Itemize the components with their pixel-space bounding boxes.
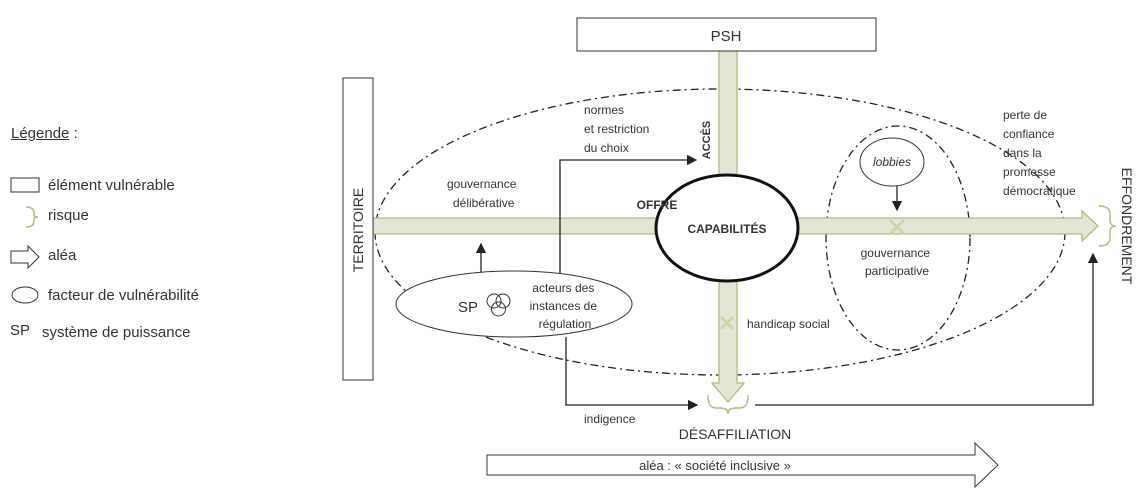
acteurs-label: acteurs des instances de régulation [530,281,601,331]
handicap-label: handicap social [747,317,830,331]
capabilites-circle [654,173,800,283]
legend-item-risk: risque [10,205,89,228]
territoire-box [342,77,374,381]
bracket-icon [10,205,42,228]
sp-symbol: SP [10,322,31,339]
arrow-icon [10,244,42,270]
indigence-label: indigence [584,412,636,426]
legend: Légende : élément vulnérable risque aléa… [0,0,320,488]
legend-label: système de puissance [42,323,191,341]
legend-item-hazard: aléa [10,244,77,270]
effondrement-connector [755,252,1099,406]
effondrement-bracket-icon [1098,205,1117,247]
legend-item-vulnerable: élément vulnérable [10,175,175,195]
societe-inclusive-label: aléa : « société inclusive » [639,458,791,473]
gouvernance-deliberative-label: gouvernance délibérative [447,177,520,210]
legend-label: facteur de vulnérabilité [48,286,199,304]
handicap-cross-icon [719,315,735,331]
legend-title: Légende : [11,125,78,142]
legend-item-power: SP système de puissance [10,322,190,342]
ellipse-icon [10,285,42,305]
legend-label: aléa [48,246,77,264]
acteurs-ellipse [395,270,633,338]
perte-label: perte de confiance dans la promesse démo… [1003,108,1076,198]
territoire-label: TERRITOIRE [350,188,366,273]
sp-label: SP [458,299,478,316]
legend-item-factor: facteur de vulnérabilité [10,285,199,305]
desaffiliation-bracket-icon [707,394,749,415]
offre-label: OFFRE [637,198,678,212]
lobbies-label: lobbies [873,155,911,169]
lobbies-ellipse [859,137,925,187]
desaffiliation-label: DÉSAFFILIATION [679,426,792,442]
lobbies-circle [825,125,971,351]
effondrement-label: EFFONDREMENT [1119,168,1135,285]
acces-label: ACCÈS [700,121,713,160]
capabilites-label: CAPABILITÉS [687,221,766,236]
rectangle-icon [10,175,42,195]
societe-inclusive-arrow [486,441,999,488]
participative-cross-icon [888,218,906,236]
normes-connector [559,154,698,328]
legend-label: élément vulnérable [48,176,175,194]
legend-label: risque [48,206,89,224]
normes-label: normes et restriction du choix [584,103,653,155]
psh-box [576,17,877,52]
psh-label: PSH [711,28,742,45]
indigence-connector [565,337,699,411]
gouvernance-participative-label: gouvernance participative [861,246,934,278]
venn-icon [486,293,511,317]
